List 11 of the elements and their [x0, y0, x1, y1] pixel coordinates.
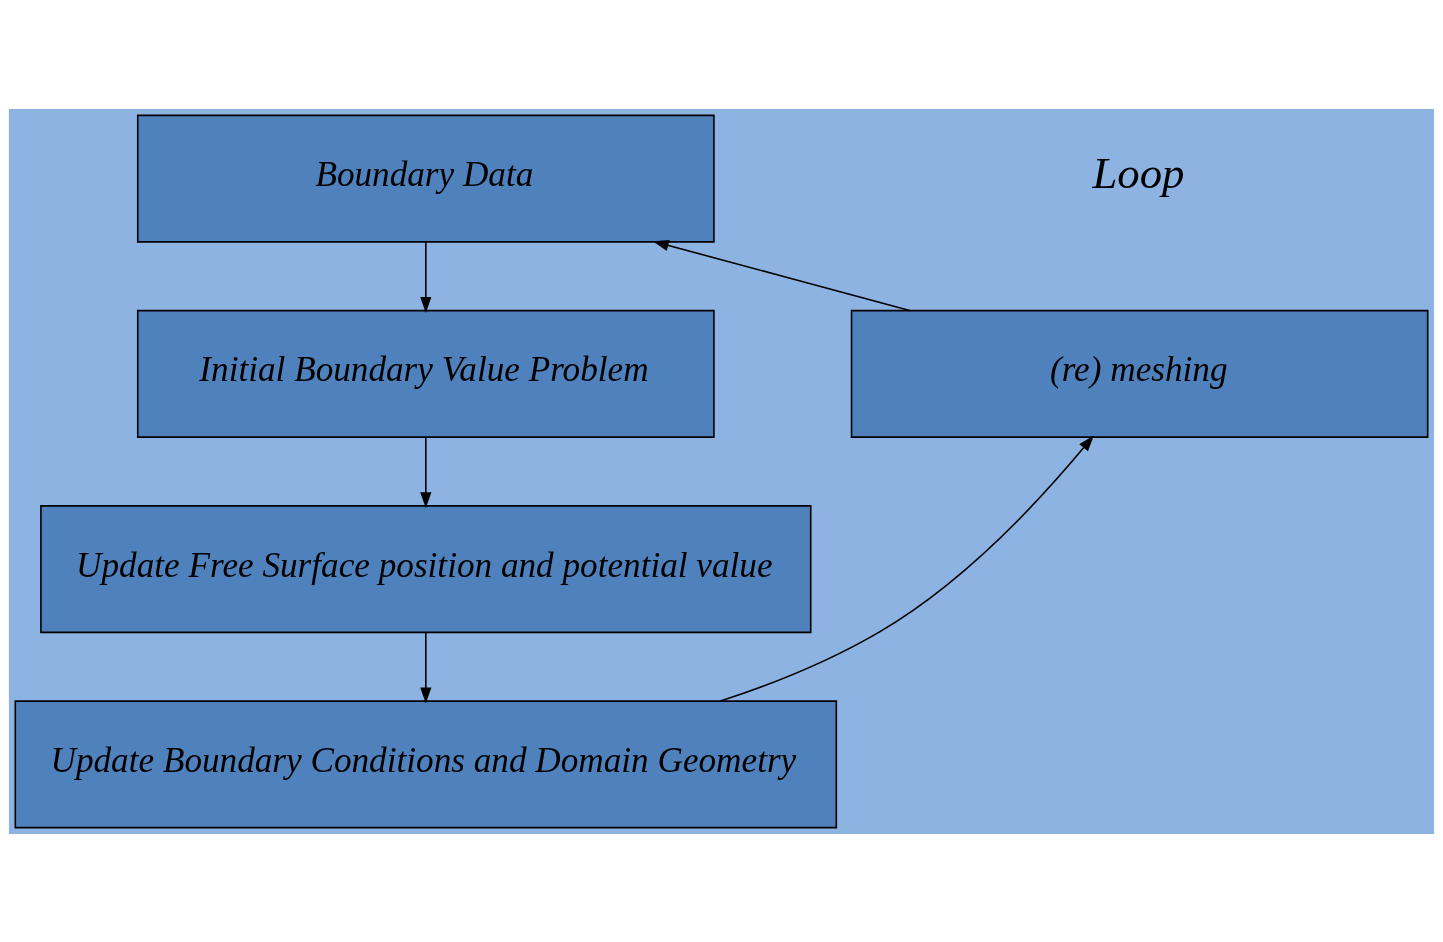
arrow	[652, 239, 912, 311]
node-box: Boundary Data	[136, 114, 715, 243]
arrow	[420, 631, 432, 703]
node-box: Update Boundary Conditions and Domain Geometry	[14, 699, 838, 828]
node-box: Update Free Surface position and potential value	[40, 504, 812, 633]
arrow	[420, 436, 432, 508]
arrow	[420, 240, 432, 313]
arrow	[719, 434, 1094, 702]
node-box: (re) meshing	[850, 309, 1429, 438]
node-box: Initial Boundary Value Problem	[136, 309, 715, 438]
label: Loop	[1092, 147, 1185, 198]
